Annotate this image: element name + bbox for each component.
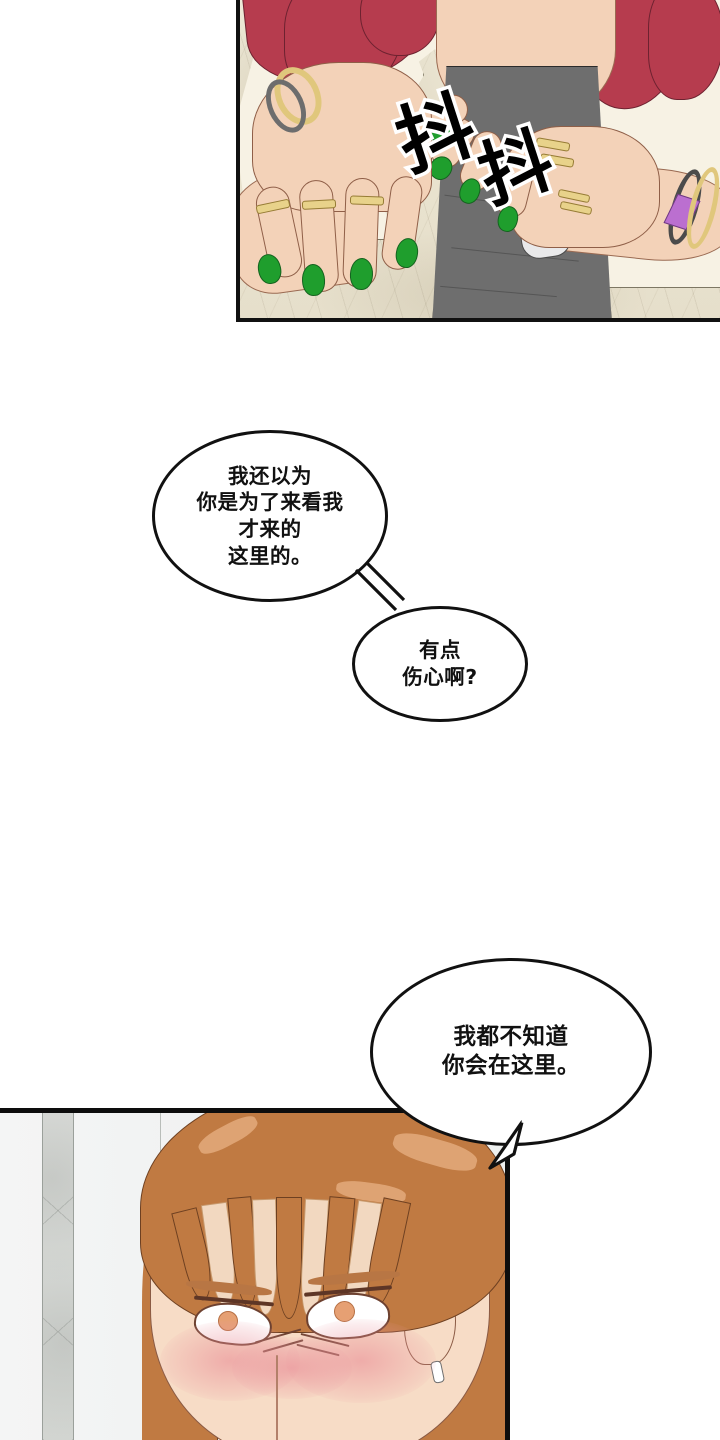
red-hair-strand [648,0,720,100]
comic-panel-bottom [0,1108,510,1440]
wall-column [42,1113,74,1440]
speech-bubble-3-tail [488,1117,533,1170]
ring [301,199,337,210]
speech-bubble-1[interactable]: 我还以为 你是为了来看我 才来的 这里的。 [152,430,388,602]
ring [349,195,385,206]
blush-nose [232,1337,352,1399]
speech-bubble-2[interactable]: 有点 伤心啊? [352,606,528,722]
speech-bubble-2-text: 有点 伤心啊? [402,638,478,689]
bang [276,1197,302,1319]
right-hand [510,126,660,248]
bubble-connector-tail [354,560,406,612]
speech-bubble-3-text: 我都不知道 你会在这里。 [441,1023,580,1079]
speech-bubble-1-text: 我还以为 你是为了来看我 才来的 这里的。 [196,463,344,568]
nose-line [276,1355,278,1440]
speech-bubble-3[interactable]: 我都不知道 你会在这里。 [370,958,652,1146]
comic-panel-top: 抖 抖 [236,0,720,322]
